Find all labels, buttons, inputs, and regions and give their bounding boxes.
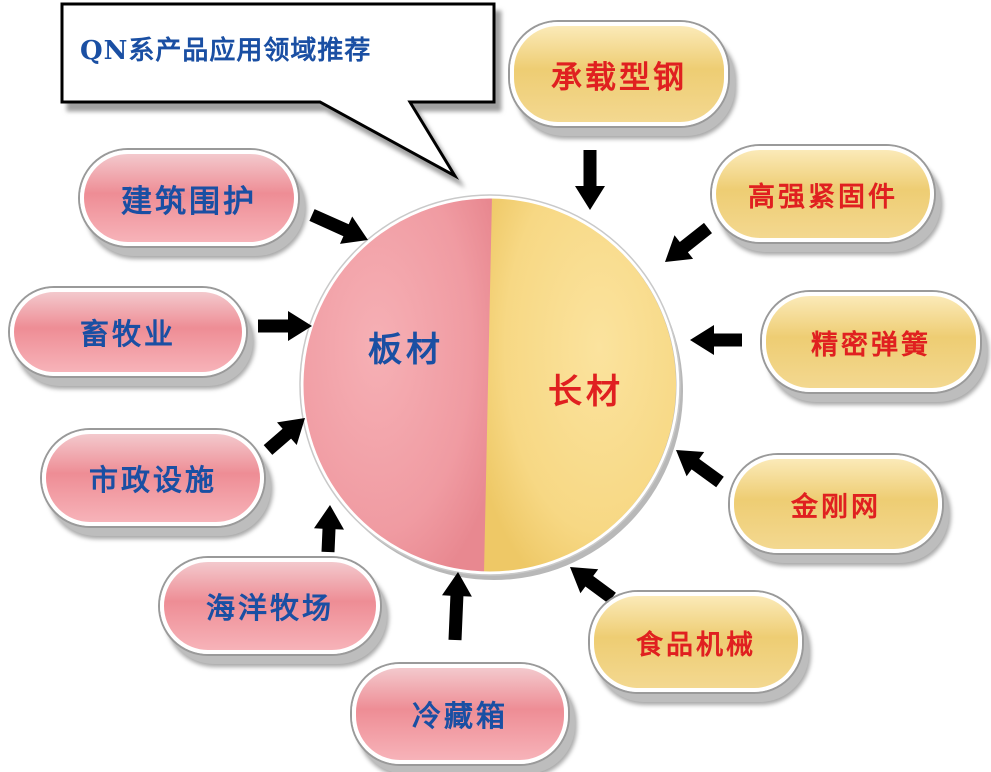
arrow-livestock <box>258 311 312 341</box>
plate-use-livestock: 畜牧业 <box>10 288 246 376</box>
arrow-section-steel <box>575 150 605 210</box>
plate-use-municipal: 市政设施 <box>42 430 264 526</box>
long-use-spring: 精密弹簧 <box>762 292 980 392</box>
long-use-diamond-mesh: 金刚网 <box>730 455 942 553</box>
plate-use-building: 建筑围护 <box>80 150 298 246</box>
long-use-fastener: 高强紧固件 <box>712 146 934 242</box>
arrow-diamond-mesh <box>676 450 724 488</box>
diagram-title: QN系产品应用领域推荐 <box>80 36 372 66</box>
plate-use-ocean-ranch: 海洋牧场 <box>160 558 380 654</box>
long-use-food-machinery: 食品机械 <box>590 592 802 692</box>
arrow-spring <box>690 325 742 355</box>
plate-use-cold-storage: 冷藏箱 <box>352 664 568 764</box>
arrow-municipal <box>263 418 305 455</box>
center-circle <box>299 194 683 580</box>
long-label: 长材 <box>548 372 624 412</box>
long-use-section-steel: 承载型钢 <box>510 22 728 126</box>
arrow-building <box>309 209 368 244</box>
arrows <box>258 150 742 641</box>
plate-half-body <box>299 196 492 573</box>
arrow-cold-storage <box>442 572 472 641</box>
arrow-ocean-ranch <box>314 505 344 553</box>
arrow-fastener <box>665 222 712 262</box>
plate-label: 板材 <box>368 330 444 370</box>
arrow-food-machinery <box>570 567 616 604</box>
long-half <box>484 197 677 574</box>
